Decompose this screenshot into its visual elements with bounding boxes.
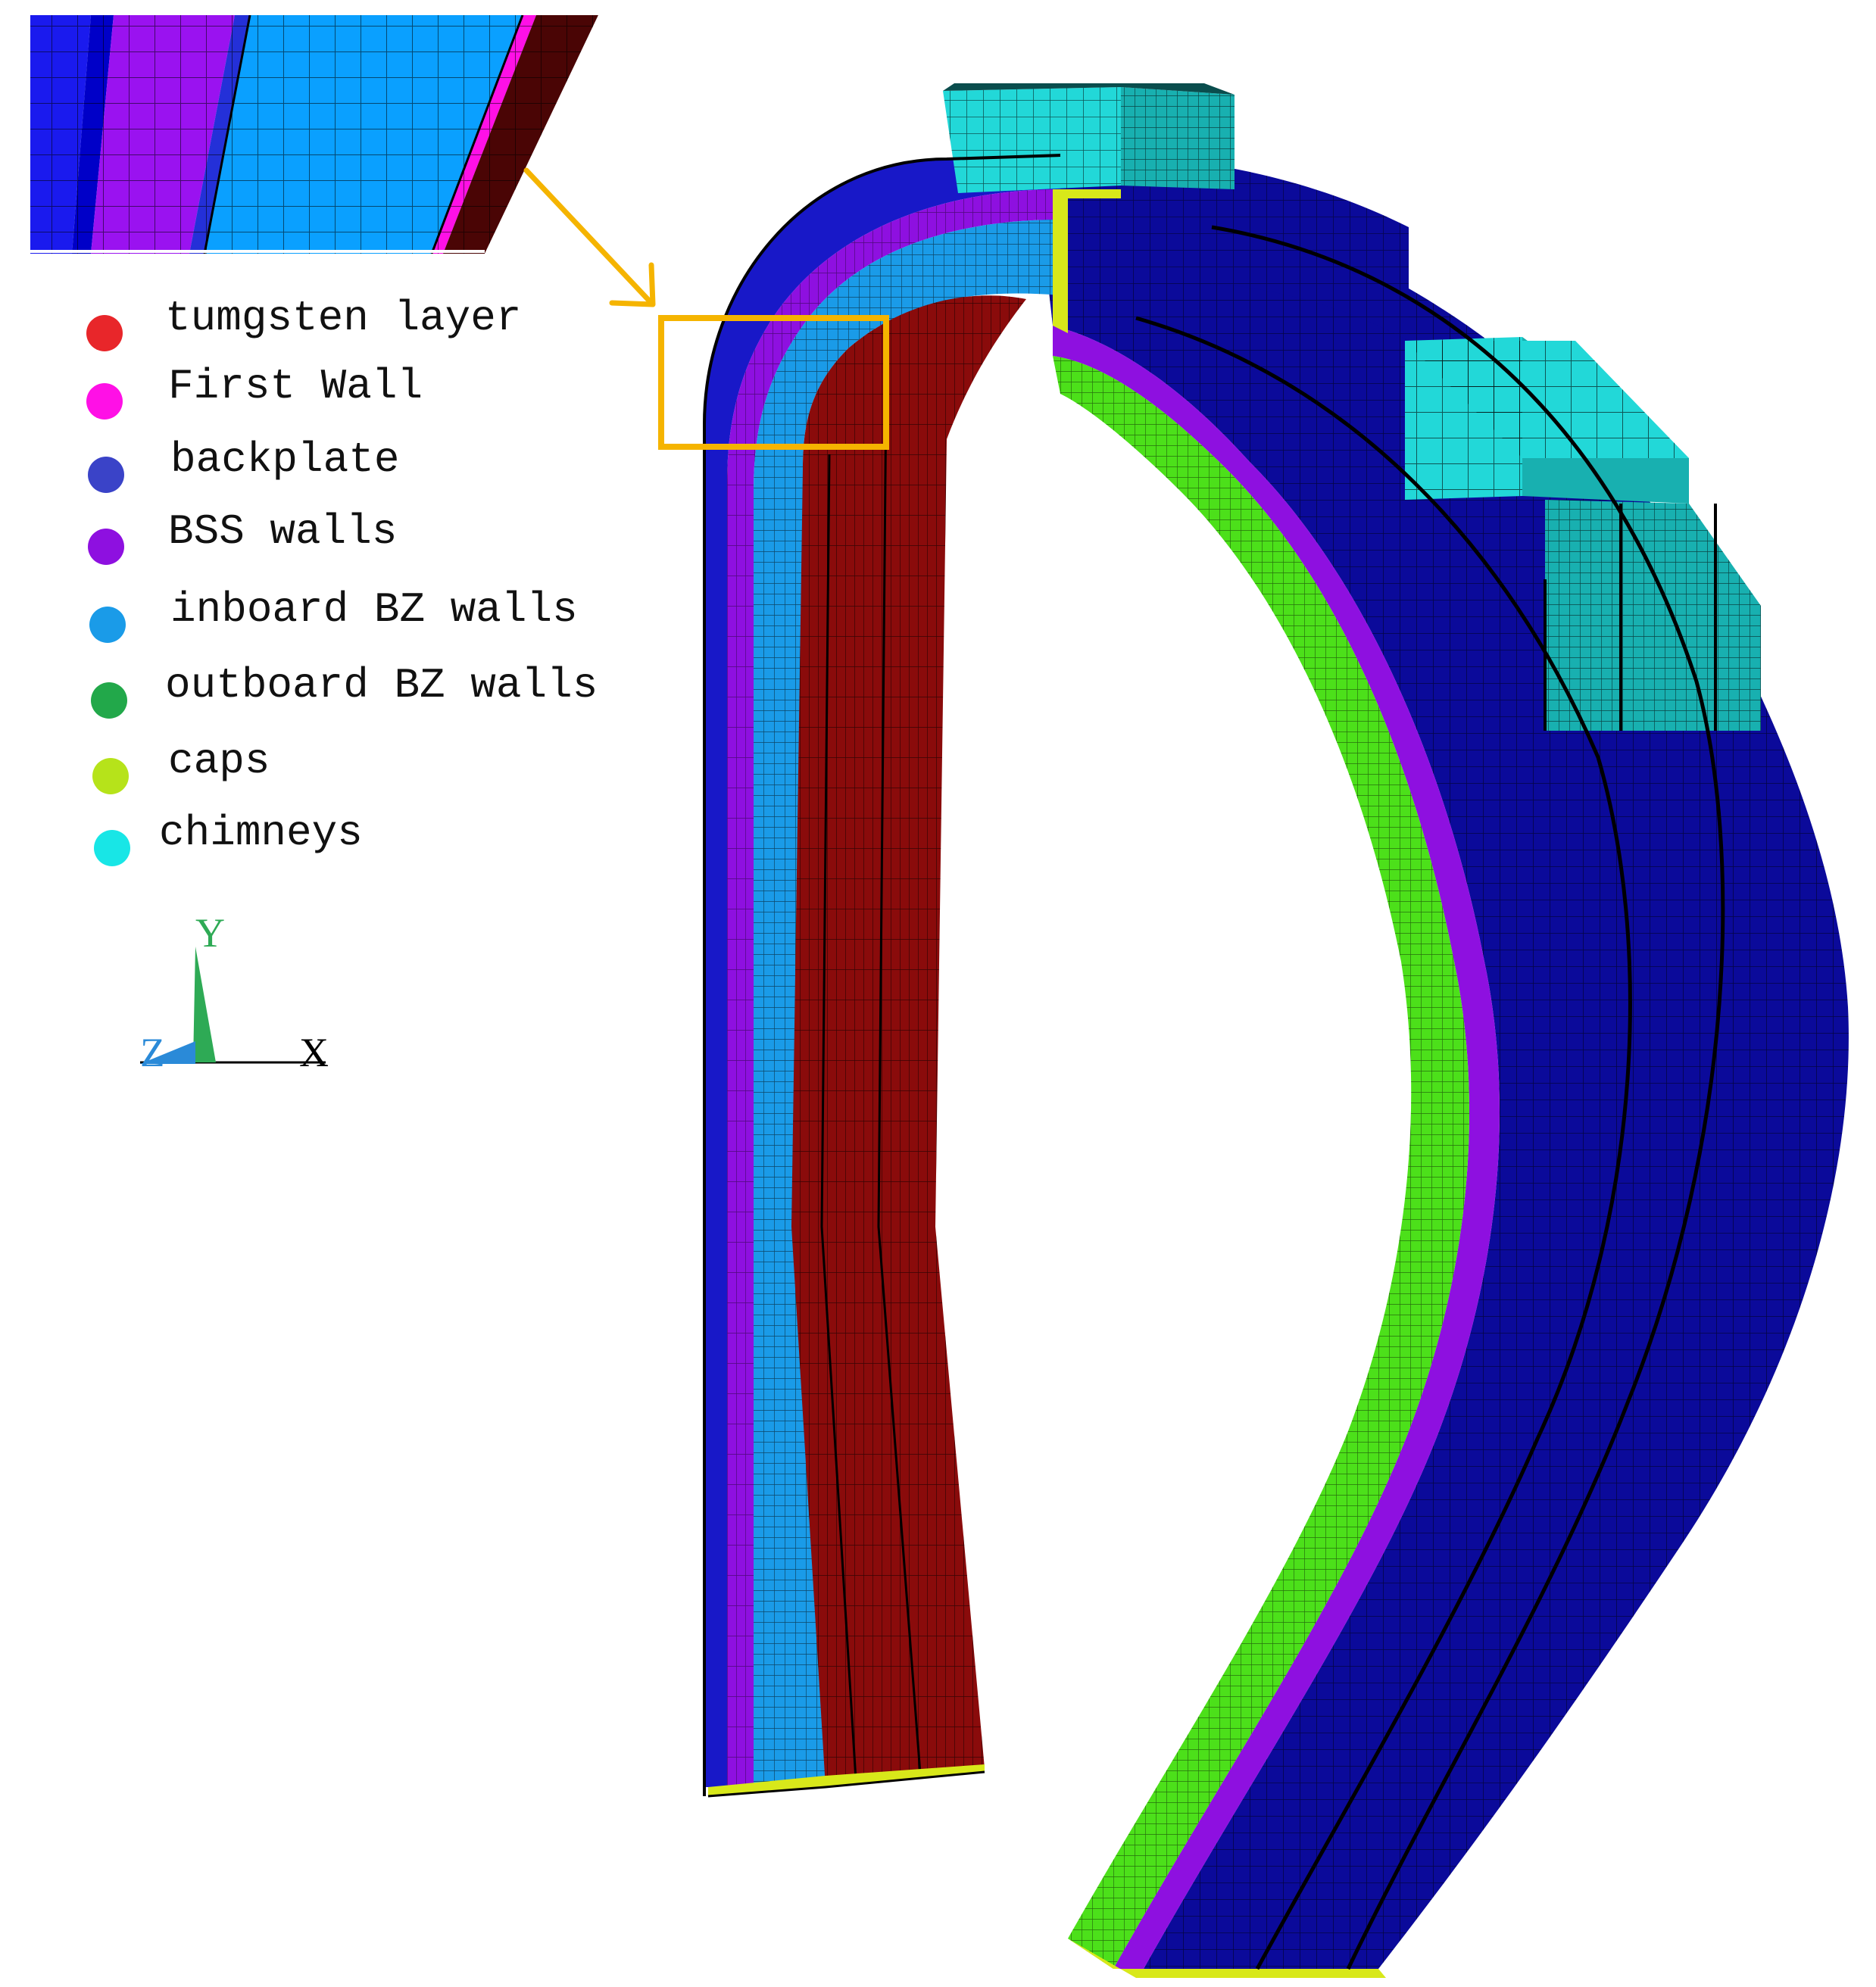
inboard-caps [708,1764,985,1796]
blanket-mesh-model [703,83,1849,1978]
callout-arrow [523,167,656,307]
zoom-highlight-box [658,315,889,450]
legend-dot-7 [94,830,130,866]
axis-triad: Y X Z [140,910,329,1075]
legend-label-2: backplate [170,435,399,484]
legend-dot-2 [88,457,124,493]
z-axis-label: Z [140,1030,165,1075]
top-cap-seam [1053,189,1121,333]
chimney-upper [943,83,1235,193]
z-axis-arrow [140,1041,195,1064]
legend-dot-4 [89,607,126,643]
legend-label-0: tumgsten layer [165,294,521,342]
legend-dot-6 [92,758,129,794]
legend-label-5: outboard BZ walls [165,661,598,710]
legend-dot-0 [86,315,123,351]
legend-dot-5 [91,682,127,719]
inset-bottom-edge [30,250,485,253]
legend-label-1: First Wall [168,362,423,410]
x-axis-label: X [299,1030,329,1075]
legend-label-4: inboard BZ walls [170,585,578,634]
chimney-right [1405,337,1761,731]
y-axis-arrow [193,947,216,1062]
legend-label-7: chimneys [159,809,363,857]
legend-dot-1 [86,383,123,420]
legend-label-3: BSS walls [168,507,397,556]
outboard-caps [1068,1939,1386,1978]
y-axis-label: Y [195,910,225,956]
legend-dot-3 [88,529,124,565]
zoom-inset [30,15,598,254]
legend-label-6: caps [168,737,270,785]
